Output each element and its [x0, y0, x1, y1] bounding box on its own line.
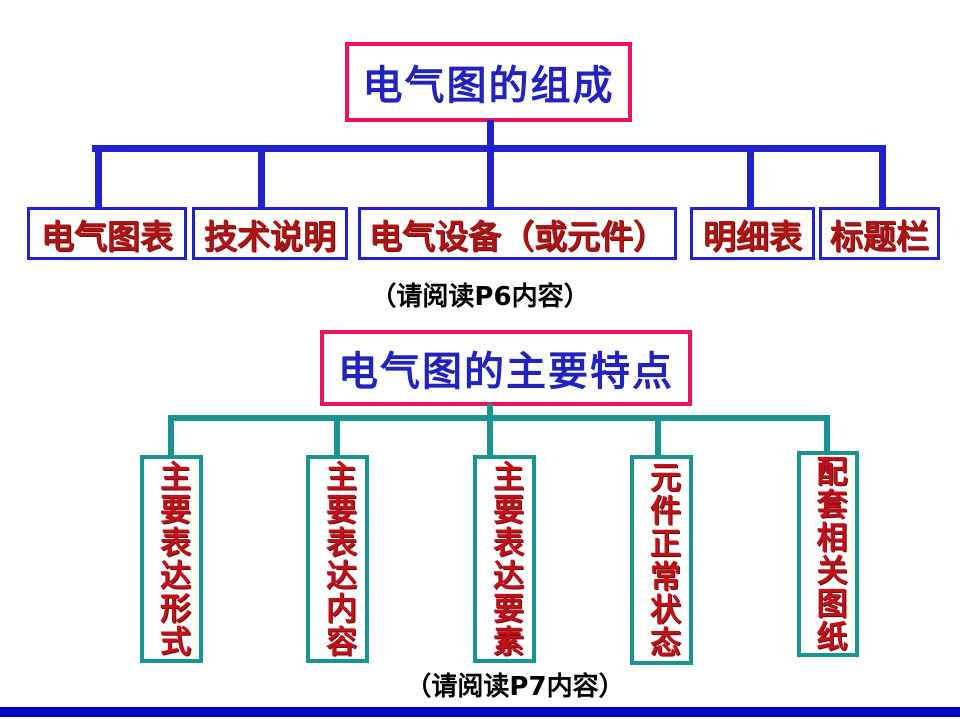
- section1-connector-stub: [487, 120, 494, 148]
- section2-node-main-expression-elements: 主要表达要素: [473, 455, 536, 663]
- section1-connector-drop: [258, 145, 265, 209]
- section2-node-main-expression-content: 主要表达内容: [306, 455, 369, 663]
- section2-connector-bus: [168, 415, 830, 421]
- section1-connector-drop: [747, 145, 754, 209]
- section2-connector-stub: [487, 404, 493, 418]
- section1-connector-drop: [95, 145, 102, 209]
- section1-connector-drop: [487, 145, 494, 209]
- section1-node-detail-list: 明细表: [690, 207, 815, 260]
- section1-node-electrical-charts: 电气图表: [27, 207, 187, 260]
- section1-node-electrical-equipment: 电气设备（或元件）: [358, 207, 677, 260]
- section2-connector-drop: [824, 415, 830, 451]
- section2-connector-drop: [655, 415, 661, 457]
- footer-accent-bar: [0, 707, 960, 717]
- section1-node-title-block: 标题栏: [819, 207, 940, 260]
- section2-reading-caption: （请阅读P7内容）: [405, 672, 625, 702]
- section1-title-box: 电气图的组成: [345, 42, 632, 122]
- section2-connector-drop: [168, 415, 174, 457]
- section2-node-component-normal-state: 元件正常状态: [630, 455, 693, 665]
- section2-connector-drop: [487, 415, 493, 457]
- section2-title-box: 电气图的主要特点: [320, 330, 692, 406]
- section2-node-main-expression-form: 主要表达形式: [140, 455, 203, 663]
- section2-connector-drop: [334, 415, 340, 457]
- section2-node-matching-related-drawings: 配套相关图纸: [797, 451, 859, 657]
- section1-connector-drop: [879, 145, 886, 209]
- section1-reading-caption: （请阅读P6内容）: [370, 282, 590, 312]
- section1-node-technical-notes: 技术说明: [192, 207, 348, 260]
